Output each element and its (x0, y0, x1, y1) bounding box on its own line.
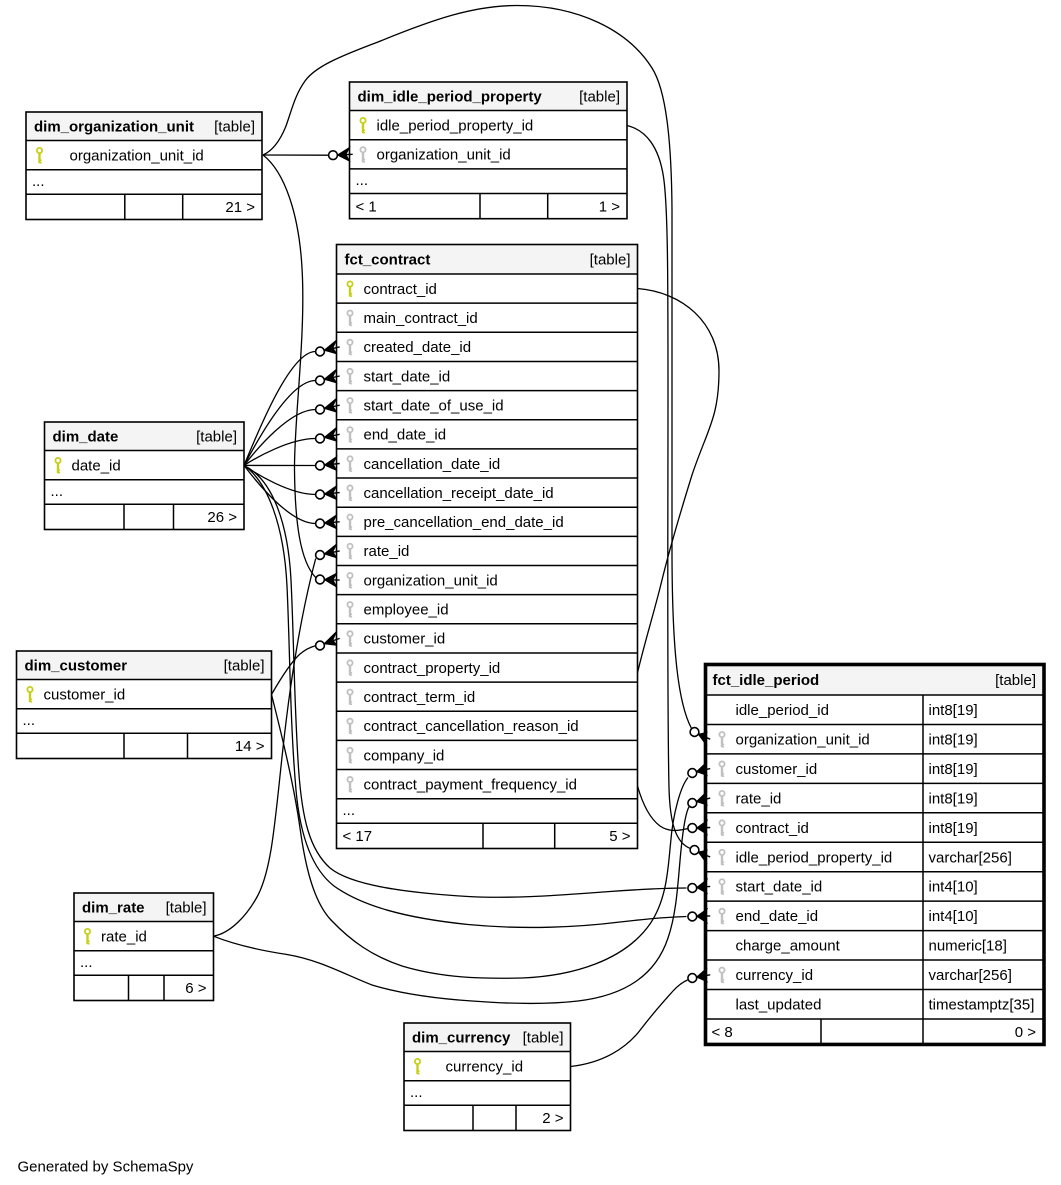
svg-text:int8[19]: int8[19] (929, 820, 978, 837)
svg-text:start_date_id: start_date_id (364, 368, 451, 385)
svg-text:...: ... (23, 712, 36, 729)
svg-text:21 >: 21 > (225, 199, 255, 216)
svg-text:int4[10]: int4[10] (929, 908, 978, 925)
svg-text:[table]: [table] (214, 119, 255, 136)
svg-text:contract_cancellation_reason_i: contract_cancellation_reason_id (364, 718, 579, 735)
svg-text:[table]: [table] (224, 658, 265, 675)
svg-text:[table]: [table] (995, 672, 1036, 689)
svg-text:company_id: company_id (364, 747, 445, 764)
svg-text:start_date_id: start_date_id (736, 879, 823, 896)
svg-text:customer_id: customer_id (736, 761, 818, 778)
svg-text:customer_id: customer_id (364, 631, 446, 648)
svg-text:contract_property_id: contract_property_id (364, 660, 501, 677)
svg-text:...: ... (410, 1084, 423, 1101)
svg-text:dim_organization_unit: dim_organization_unit (34, 119, 194, 136)
svg-text:end_date_id: end_date_id (736, 908, 819, 925)
svg-text:1 >: 1 > (599, 198, 621, 215)
svg-text:dim_rate: dim_rate (82, 900, 145, 917)
svg-text:idle_period_property_id: idle_period_property_id (736, 849, 893, 866)
svg-text:last_updated: last_updated (736, 997, 822, 1014)
svg-text:[table]: [table] (166, 900, 207, 917)
svg-text:[table]: [table] (523, 1030, 564, 1047)
svg-text:rate_id: rate_id (101, 928, 147, 945)
svg-text:varchar[256]: varchar[256] (929, 967, 1012, 984)
svg-text:int8[19]: int8[19] (929, 731, 978, 748)
svg-text:dim_date: dim_date (53, 429, 119, 446)
svg-text:customer_id: customer_id (44, 686, 126, 703)
svg-text:pre_cancellation_end_date_id: pre_cancellation_end_date_id (364, 514, 564, 531)
svg-text:cancellation_receipt_date_id: cancellation_receipt_date_id (364, 485, 554, 502)
svg-text:14 >: 14 > (235, 738, 265, 755)
svg-text:fct_idle_period: fct_idle_period (713, 672, 820, 689)
svg-text:[table]: [table] (579, 89, 620, 106)
svg-text:date_id: date_id (72, 457, 121, 474)
svg-text:contract_id: contract_id (736, 820, 809, 837)
svg-text:int8[19]: int8[19] (929, 790, 978, 807)
svg-text:main_contract_id: main_contract_id (364, 310, 478, 327)
svg-text:Generated by SchemaSpy: Generated by SchemaSpy (18, 1159, 194, 1176)
svg-text:...: ... (343, 802, 356, 819)
svg-text:contract_payment_frequency_id: contract_payment_frequency_id (364, 776, 577, 793)
svg-text:2 >: 2 > (542, 1110, 564, 1127)
svg-text:idle_period_property_id: idle_period_property_id (377, 117, 534, 134)
svg-text:employee_id: employee_id (364, 602, 449, 619)
svg-text:charge_amount: charge_amount (736, 938, 841, 955)
svg-text:[table]: [table] (196, 429, 237, 446)
svg-text:[table]: [table] (590, 252, 631, 269)
svg-text:start_date_of_use_id: start_date_of_use_id (364, 397, 504, 414)
svg-text:...: ... (32, 173, 45, 190)
svg-text:cancellation_date_id: cancellation_date_id (364, 456, 501, 473)
svg-text:dim_customer: dim_customer (25, 658, 128, 675)
svg-text:idle_period_id: idle_period_id (736, 702, 829, 719)
svg-text:organization_unit_id: organization_unit_id (70, 147, 204, 164)
svg-text:timestamptz[35]: timestamptz[35] (929, 997, 1035, 1014)
svg-text:end_date_id: end_date_id (364, 427, 447, 444)
svg-text:...: ... (356, 172, 369, 189)
svg-text:< 17: < 17 (343, 828, 373, 845)
svg-text:int4[10]: int4[10] (929, 879, 978, 896)
svg-text:26 >: 26 > (207, 509, 237, 526)
svg-text:dim_idle_period_property: dim_idle_period_property (358, 89, 543, 106)
svg-text:currency_id: currency_id (446, 1058, 524, 1075)
svg-text:contract_term_id: contract_term_id (364, 689, 476, 706)
svg-text:varchar[256]: varchar[256] (929, 849, 1012, 866)
svg-text:int8[19]: int8[19] (929, 761, 978, 778)
svg-text:organization_unit_id: organization_unit_id (377, 147, 511, 164)
svg-text:0 >: 0 > (1015, 1024, 1037, 1041)
svg-text:rate_id: rate_id (364, 543, 410, 560)
svg-text:created_date_id: created_date_id (364, 339, 472, 356)
svg-text:5 >: 5 > (609, 828, 631, 845)
svg-text:< 8: < 8 (712, 1024, 733, 1041)
svg-text:numeric[18]: numeric[18] (929, 938, 1007, 955)
svg-text:currency_id: currency_id (736, 967, 814, 984)
svg-text:< 1: < 1 (356, 198, 377, 215)
svg-text:organization_unit_id: organization_unit_id (736, 731, 870, 748)
svg-text:int8[19]: int8[19] (929, 702, 978, 719)
svg-text:fct_contract: fct_contract (345, 252, 431, 269)
svg-text:...: ... (51, 483, 64, 500)
svg-text:...: ... (80, 954, 93, 971)
svg-text:organization_unit_id: organization_unit_id (364, 572, 498, 589)
svg-text:contract_id: contract_id (364, 281, 437, 298)
svg-text:6 >: 6 > (185, 980, 207, 997)
svg-text:dim_currency: dim_currency (412, 1030, 511, 1047)
svg-text:rate_id: rate_id (736, 790, 782, 807)
